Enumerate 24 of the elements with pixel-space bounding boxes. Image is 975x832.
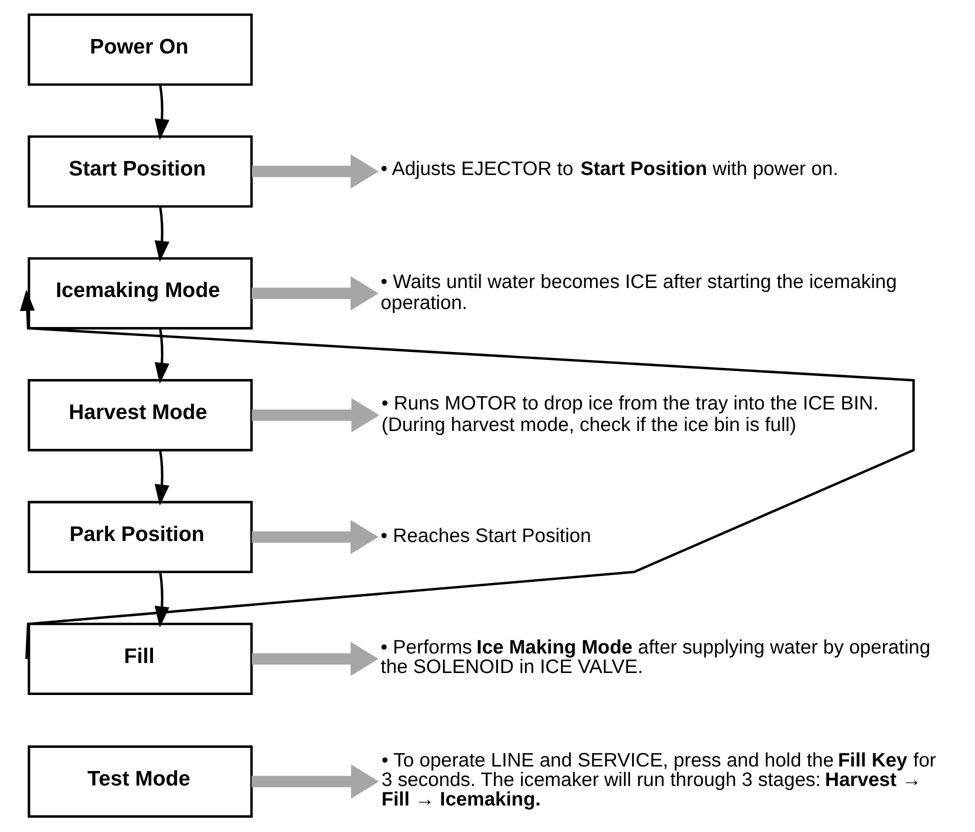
node-box: Icemaking Mode [28,257,253,330]
node-text: • Waits until water becomes ICE after starting the icemaking operation. [380,270,897,314]
arrow [252,642,379,676]
node-box: Power On [28,13,253,86]
arrow [154,84,170,140]
arrow [252,154,379,189]
arrow [154,206,170,262]
arrow [154,450,170,506]
arrow [252,276,379,310]
node-text: • Runs MOTOR to drop ice from the tray into the ICE BIN. (During harvest mode, check if the ice bin is full) [381,392,878,436]
node-box: Park Position [28,500,253,574]
node-box: Fill [28,622,253,696]
node-text: • Performs Ice Making Mode after supplying water by operating the SOLENOID in ICE VALVE. [380,636,930,678]
arrow [154,328,170,384]
node-box: Harvest Mode [28,379,253,452]
node-box: Start Position [28,135,253,208]
node-text: • To operate LINE and SERVICE, press and hold the Fill Key for 3 seconds. The icemaker will run through 3 stages: Harvest → Fill → Icemaking. [381,749,936,810]
arrow [20,290,915,659]
node-box: Test Mode [28,745,253,818]
arrow [252,398,380,432]
arrow [250,520,378,554]
arrow [252,764,379,799]
node-text: • Adjusts EJECTOR to Start Position with power on. [380,158,838,180]
node-text: • Reaches Start Position [380,525,592,548]
